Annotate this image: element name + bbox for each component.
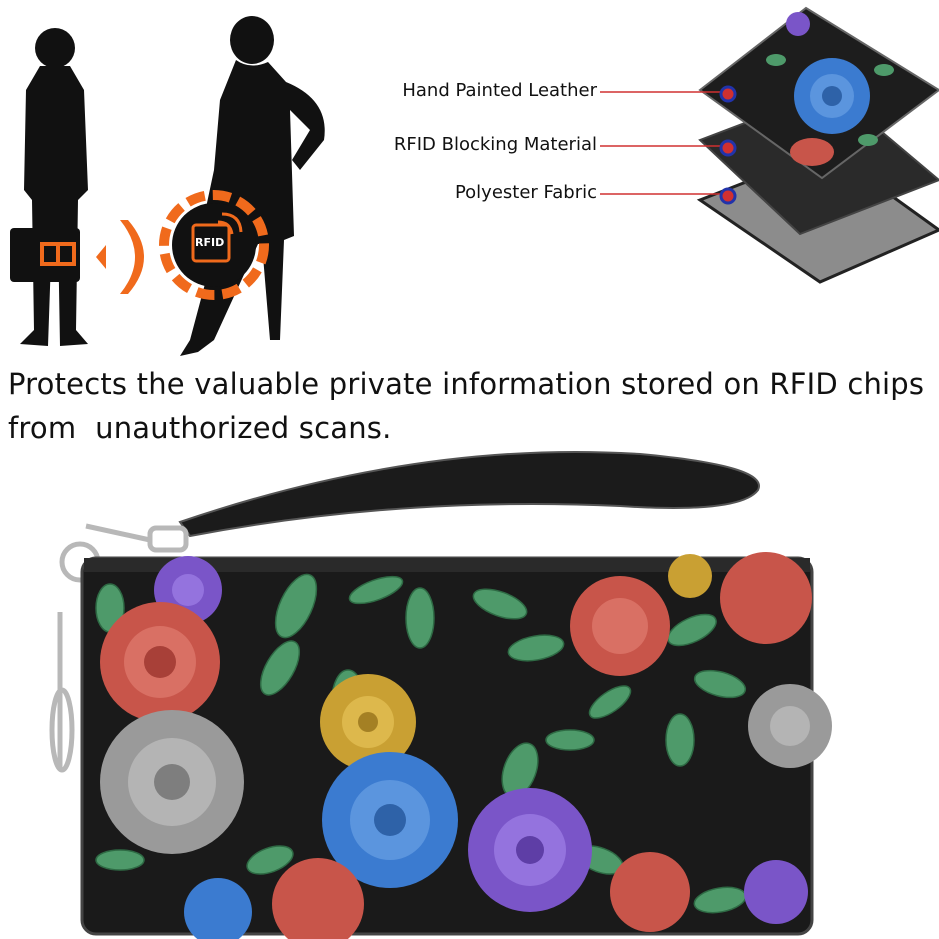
rfid-scene: RFID xyxy=(0,0,340,360)
layers-diagram xyxy=(600,0,939,300)
rfid-badge-icon xyxy=(159,190,269,300)
layer-label-leather: Hand Painted Leather xyxy=(402,80,597,101)
caption-line-1: Protects the valuable private informatio… xyxy=(8,367,925,401)
wrist-strap xyxy=(178,450,760,538)
wallet-image xyxy=(0,440,939,939)
leaves xyxy=(95,573,747,914)
clasp-icon xyxy=(49,523,189,773)
pointer-dot-rfid xyxy=(719,139,737,157)
woman-silhouette-icon xyxy=(180,16,325,356)
layer-label-polyester: Polyester Fabric xyxy=(454,182,597,203)
signal-waves-icon xyxy=(96,220,144,294)
pointer-dot-polyester xyxy=(719,187,737,205)
caption: Protects the valuable private informatio… xyxy=(8,362,928,450)
layer-label-rfid: RFID Blocking Material xyxy=(393,134,597,155)
pointer-dot-leather xyxy=(719,85,737,103)
rfid-badge-label: RFID xyxy=(195,236,225,249)
roses xyxy=(100,552,832,939)
man-silhouette-icon xyxy=(10,28,88,346)
caption-line-2: from unauthorized scans. xyxy=(8,411,392,445)
